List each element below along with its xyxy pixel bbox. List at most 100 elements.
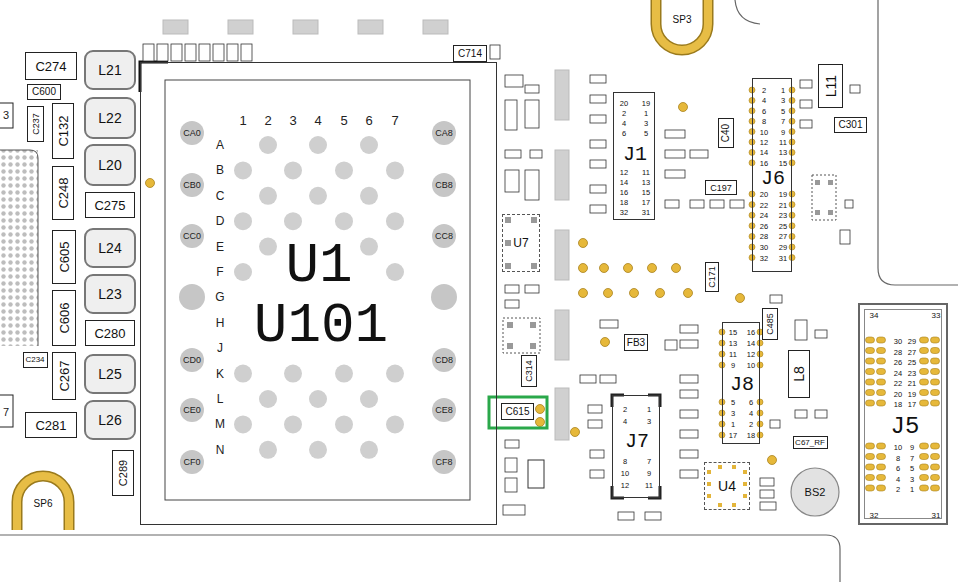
ic-pad	[707, 470, 711, 474]
capacitor-box: C275	[85, 192, 135, 218]
smd-part	[680, 325, 698, 333]
connector-designator: J6	[761, 169, 785, 189]
bga-ball	[234, 415, 252, 433]
smd-part	[505, 300, 519, 308]
connector-pad	[866, 475, 875, 481]
part-designator: C237	[31, 113, 40, 135]
connector-pad	[757, 421, 763, 427]
part-designator: C600	[32, 87, 56, 97]
pin-number: 32	[620, 209, 628, 217]
part-designator: FB3	[627, 338, 645, 348]
ic-pad	[718, 465, 722, 469]
connector-pad	[920, 400, 929, 406]
bga-ball	[386, 415, 404, 433]
chip-designator: U1	[285, 238, 352, 294]
test-point	[624, 264, 633, 273]
connector-pad	[877, 464, 886, 470]
ferrite-box: FB3	[624, 334, 648, 351]
connector-designator: J8	[730, 375, 754, 395]
connector-corner	[648, 395, 660, 407]
column-number: 7	[391, 114, 398, 127]
pin-number: 10	[621, 470, 629, 478]
smd-part	[680, 430, 698, 438]
bga-ball	[360, 187, 378, 205]
smd-part	[690, 150, 708, 158]
pin-number: 8	[896, 455, 900, 463]
smd-part	[227, 44, 238, 61]
board-outline	[878, 0, 958, 285]
pin-number: 17	[729, 432, 737, 440]
pin-number: 21	[779, 202, 787, 210]
row-letter: J	[217, 342, 223, 354]
connector-pad	[789, 212, 795, 218]
part-designator: C615	[506, 407, 530, 417]
pin-number: 19	[908, 391, 916, 399]
smd-part	[505, 478, 517, 492]
smd-part	[590, 160, 606, 168]
capacitor-box: C714	[453, 45, 487, 62]
smd-part	[680, 340, 698, 348]
part-designator: BS2	[805, 487, 826, 498]
ball-label: CE8	[435, 406, 453, 415]
smd-part	[505, 75, 523, 87]
smd-part	[760, 478, 774, 486]
chip-inner-outline	[165, 80, 470, 500]
pin-number: 15	[729, 329, 737, 337]
test-point	[736, 294, 745, 303]
pin-number: 8	[623, 458, 627, 466]
pin-number: 13	[729, 340, 737, 348]
row-letter: E	[216, 241, 224, 253]
ic-pad	[507, 322, 513, 328]
pin-number: 15	[642, 189, 650, 197]
smd-part	[157, 44, 168, 61]
part-designator: L11	[824, 75, 838, 97]
capacitor-box: C600	[27, 84, 61, 100]
ic-footprint: U4	[704, 462, 750, 510]
test-point	[684, 289, 693, 298]
pin-number: 6	[622, 130, 626, 138]
bga-ball	[360, 238, 378, 256]
ic-pad	[732, 465, 736, 469]
bga-ball	[335, 161, 353, 179]
row-letter: B	[216, 164, 224, 176]
pin-number: 7	[781, 118, 785, 126]
ic-pad	[505, 217, 511, 223]
pin-number: 16	[747, 329, 755, 337]
bga-outline	[0, 150, 38, 346]
smd-part	[760, 490, 774, 498]
bga-balls	[234, 136, 404, 459]
ic-pad	[531, 263, 537, 269]
chip-designator: U101	[254, 298, 388, 354]
pin-number: 22	[894, 380, 902, 388]
bga-ball	[234, 161, 252, 179]
pin-number: 1	[731, 421, 735, 429]
bga-ball	[284, 161, 302, 179]
large-ball	[180, 121, 204, 145]
test-point	[536, 405, 545, 414]
smd-part	[850, 85, 860, 93]
smd-part	[665, 130, 685, 138]
connector-outline: J72143871091211	[612, 395, 660, 498]
smd-part	[800, 100, 812, 108]
pin-number: 14	[747, 340, 755, 348]
pin-number: 26	[760, 223, 768, 231]
contact-designator: SP6	[34, 499, 53, 509]
pin-number: 16	[760, 160, 768, 168]
connector-pad	[757, 432, 763, 438]
smd-part	[815, 330, 827, 338]
smd-part	[665, 170, 685, 178]
pin-number: 3	[781, 98, 785, 106]
connector-pad	[866, 400, 875, 406]
smd-part	[525, 85, 539, 93]
ic-footprint	[503, 318, 540, 353]
connector-pad	[789, 160, 795, 166]
inductor-box: L24	[84, 228, 136, 268]
contact-designator: SP3	[673, 15, 692, 25]
row-letter: F	[216, 266, 223, 278]
pin-number: 2	[623, 406, 627, 414]
row-letter: N	[216, 444, 225, 456]
spring-contact-body	[656, 0, 708, 50]
connector-pad	[877, 400, 886, 406]
row-letter: G	[215, 291, 224, 303]
smd-part	[185, 44, 196, 61]
